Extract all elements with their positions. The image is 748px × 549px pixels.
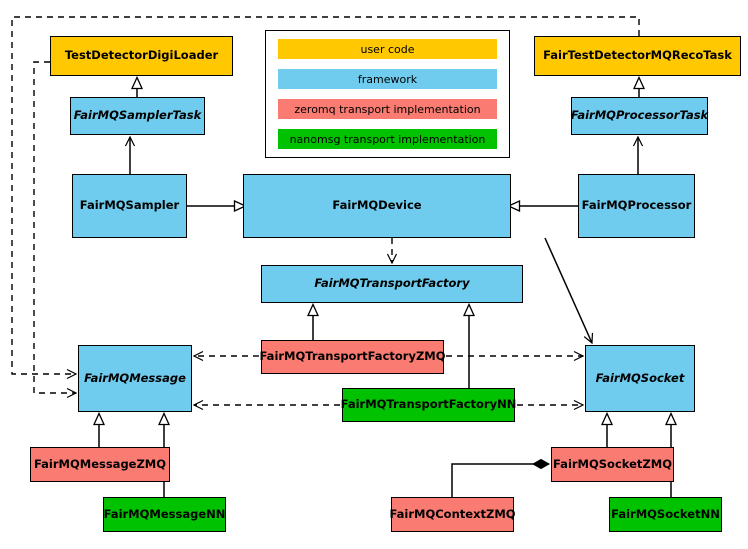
class-box-fairmqprocessortask[interactable]: FairMQProcessorTask [571,97,708,135]
class-box-fairmqprocessor[interactable]: FairMQProcessor [578,174,695,238]
class-label: FairMQSocketZMQ [553,456,672,471]
class-box-fairmqmessage[interactable]: FairMQMessage [78,345,192,412]
class-label: FairMQMessageZMQ [33,456,167,471]
legend-label-zeromq: zeromq transport implementation [294,102,481,116]
class-box-fairmqdevice[interactable]: FairMQDevice [243,174,511,238]
class-label: FairMQSampler [79,198,180,213]
class-label: FairMQMessageNN [103,506,226,521]
legend-row-framework: framework [278,69,497,89]
class-box-fairmqsocketnn[interactable]: FairMQSocketNN [609,497,722,532]
class-label: FairMQDevice [332,198,422,213]
legend-row-nanomsg: nanomsg transport implementation [278,129,497,149]
class-box-fairmqtransportfactory[interactable]: FairMQTransportFactory [261,265,523,303]
class-label: FairMQSocket [595,370,685,385]
legend-label-nanomsg: nanomsg transport implementation [289,132,486,146]
legend-row-zeromq: zeromq transport implementation [278,99,497,119]
class-label: FairMQSamplerTask [73,108,202,123]
class-box-fairmqsocket[interactable]: FairMQSocket [585,345,695,412]
class-label: FairMQProcessorTask [570,108,709,123]
legend-panel: user code framework zeromq transport imp… [265,30,510,158]
class-label: FairMQTransportFactoryZMQ [259,349,446,364]
class-box-testdetectordigiloader[interactable]: TestDetectorDigiLoader [50,36,233,76]
legend-label-user-code: user code [360,42,415,56]
class-box-fairmqmessagezmq[interactable]: FairMQMessageZMQ [30,447,170,482]
edge-device-to-socket [544,237,594,345]
class-label: FairMQMessage [84,370,186,385]
class-box-fairmqtransportfactoryzmq[interactable]: FairMQTransportFactoryZMQ [259,340,446,374]
class-box-fairmqsampler[interactable]: FairMQSampler [72,174,187,238]
class-label: FairMQContextZMQ [389,506,516,521]
class-box-fairmqtransportfactorynn[interactable]: FairMQTransportFactoryNN [340,388,517,422]
class-box-fairmqmessagenn[interactable]: FairMQMessageNN [103,497,226,532]
edge-contextzmq-to-socketzmq [451,458,551,497]
class-label: FairMQSocketNN [611,506,720,521]
legend-label-framework: framework [357,72,418,86]
legend-row-user-code: user code [278,39,497,59]
class-box-fairmqsamplertask[interactable]: FairMQSamplerTask [70,97,205,135]
class-label: FairMQProcessor [581,198,692,213]
class-box-fairmqsocketzmq[interactable]: FairMQSocketZMQ [551,447,674,482]
class-label: FairMQTransportFactoryNN [340,397,517,412]
class-label: FairMQTransportFactory [314,276,470,291]
class-box-fairtestdetectormqrecotask[interactable]: FairTestDetectorMQRecoTask [534,36,741,76]
class-label: TestDetectorDigiLoader [64,48,219,63]
class-label: FairTestDetectorMQRecoTask [543,48,732,63]
class-box-fairmqcontextzmq[interactable]: FairMQContextZMQ [389,497,516,532]
